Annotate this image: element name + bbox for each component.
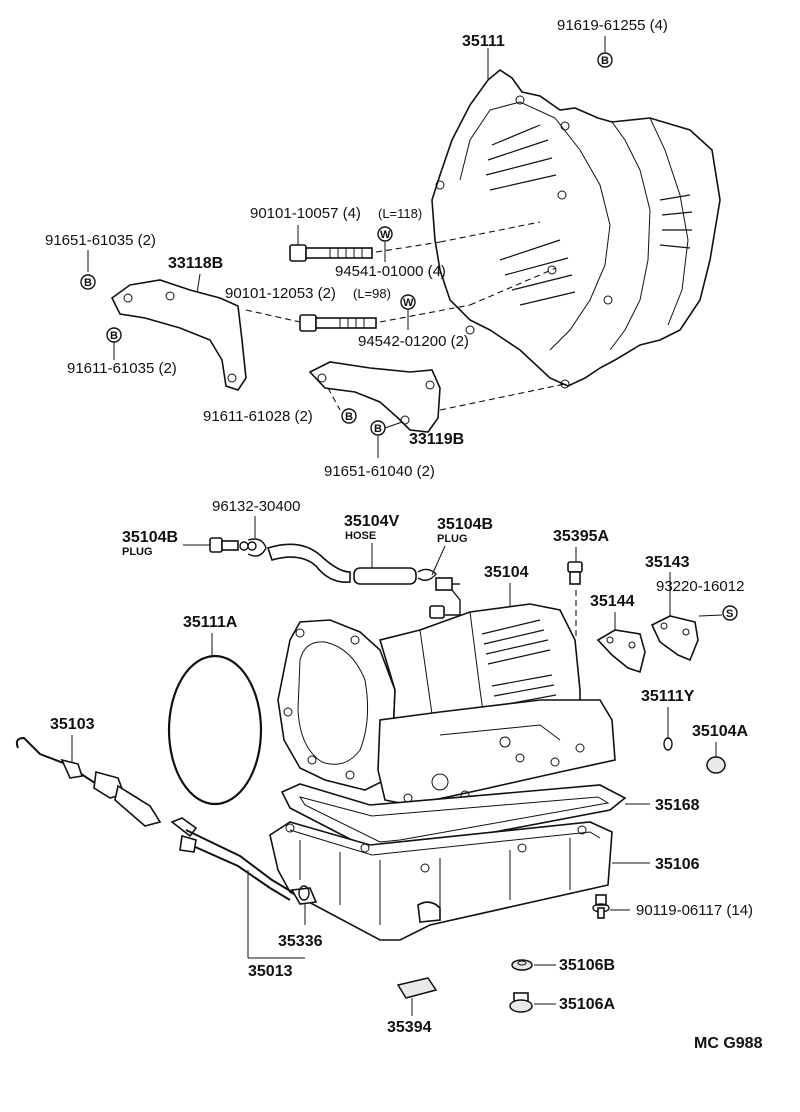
svg-text:B: B <box>374 423 382 435</box>
label-plug-left: PLUG <box>122 546 153 558</box>
label-35394: 35394 <box>387 1019 432 1036</box>
plate-35144 <box>596 629 646 674</box>
oil-pan-gasket-35168 <box>280 783 627 853</box>
b-symbol-icon-4: B <box>106 327 122 343</box>
bell-housing-35111 <box>431 69 721 389</box>
label-35104: 35104 <box>484 564 529 581</box>
hose-35104v <box>266 543 351 583</box>
dipstick-tube-35013 <box>170 817 318 905</box>
label-35104v: 35104V <box>344 513 399 530</box>
label-35395a: 35395A <box>553 528 609 545</box>
b-symbol-icon-5: B <box>341 408 357 424</box>
label-35106: 35106 <box>655 856 700 873</box>
label-35168: 35168 <box>655 797 700 814</box>
w-symbol-icon-2: W <box>400 294 416 310</box>
label-35104a: 35104A <box>692 723 748 740</box>
bracket-33119b <box>308 361 441 433</box>
label-96132-30400: 96132-30400 <box>212 498 300 515</box>
label-94541-01000: 94541-01000 (4) <box>335 263 446 280</box>
label-35111: 35111 <box>462 33 505 50</box>
s-symbol-icon: S <box>722 605 738 621</box>
label-91619-61255: 91619-61255 (4) <box>557 17 668 34</box>
transmission-case-35104 <box>277 603 616 806</box>
label-91611-61035: 91611-61035 (2) <box>67 360 177 377</box>
bolt-90101-10057 <box>289 244 373 262</box>
svg-text:B: B <box>601 55 609 67</box>
label-90119-06117: 90119-06117 (14) <box>636 902 753 919</box>
label-35106b: 35106B <box>559 957 615 974</box>
sensor-35395a <box>567 561 583 585</box>
plate-35143 <box>650 615 699 662</box>
svg-text:B: B <box>345 411 353 423</box>
b-symbol-icon: B <box>597 52 613 68</box>
label-35104b-right: 35104B <box>437 516 493 533</box>
plug-35104a <box>706 756 726 774</box>
label-35336: 35336 <box>278 933 323 950</box>
diagram-code: MC G988 <box>694 1035 763 1052</box>
bolt-90101-12053 <box>299 314 377 332</box>
label-length-118: (L=118) <box>378 206 422 221</box>
w-symbol-icon: W <box>377 226 393 242</box>
label-33119b: 33119B <box>409 431 464 448</box>
label-35144: 35144 <box>590 593 635 610</box>
plug-35104b-right <box>417 568 461 619</box>
o-ring-35336 <box>298 885 310 901</box>
label-90101-12053: 90101-12053 (2) <box>225 285 336 302</box>
washer-35106b <box>511 959 533 971</box>
label-35103: 35103 <box>50 716 95 733</box>
b-symbol-icon-3: B <box>80 274 96 290</box>
label-90101-10057: 90101-10057 (4) <box>250 205 361 222</box>
label-hose: HOSE <box>345 530 376 542</box>
dipstick-35103 <box>15 736 162 827</box>
svg-text:B: B <box>110 330 118 342</box>
b-symbol-icon-6: B <box>370 420 386 436</box>
o-ring-35111y <box>663 737 673 751</box>
oil-pan-35106 <box>269 821 613 941</box>
label-35013: 35013 <box>248 963 293 980</box>
plug-35104b-left <box>209 537 257 553</box>
label-35106a: 35106A <box>559 996 615 1013</box>
svg-text:S: S <box>726 608 733 620</box>
label-length-98: (L=98) <box>353 286 391 301</box>
label-91611-61028: 91611-61028 (2) <box>203 408 313 425</box>
label-plug-right: PLUG <box>437 533 468 545</box>
magnet-35394 <box>396 977 438 999</box>
svg-text:B: B <box>84 277 92 289</box>
drain-plug-35106a <box>509 992 533 1013</box>
bracket-33118b <box>110 279 247 391</box>
label-91651-61040: 91651-61040 (2) <box>324 463 435 480</box>
svg-text:W: W <box>380 229 391 241</box>
svg-text:W: W <box>403 297 414 309</box>
label-94542-01200: 94542-01200 (2) <box>358 333 469 350</box>
label-35111y: 35111Y <box>641 688 695 705</box>
label-35111a: 35111A <box>183 614 238 631</box>
hose-clamp-96132 <box>247 538 267 557</box>
label-91651-61035: 91651-61035 (2) <box>45 232 156 249</box>
label-33118b: 33118B <box>168 255 223 272</box>
label-93220-16012: 93220-16012 <box>656 578 744 595</box>
label-35143: 35143 <box>645 554 690 571</box>
hose-segment <box>353 567 417 585</box>
o-ring-35111a <box>167 654 263 806</box>
bolt-90119 <box>592 894 610 919</box>
label-35104b-left: 35104B <box>122 529 178 546</box>
